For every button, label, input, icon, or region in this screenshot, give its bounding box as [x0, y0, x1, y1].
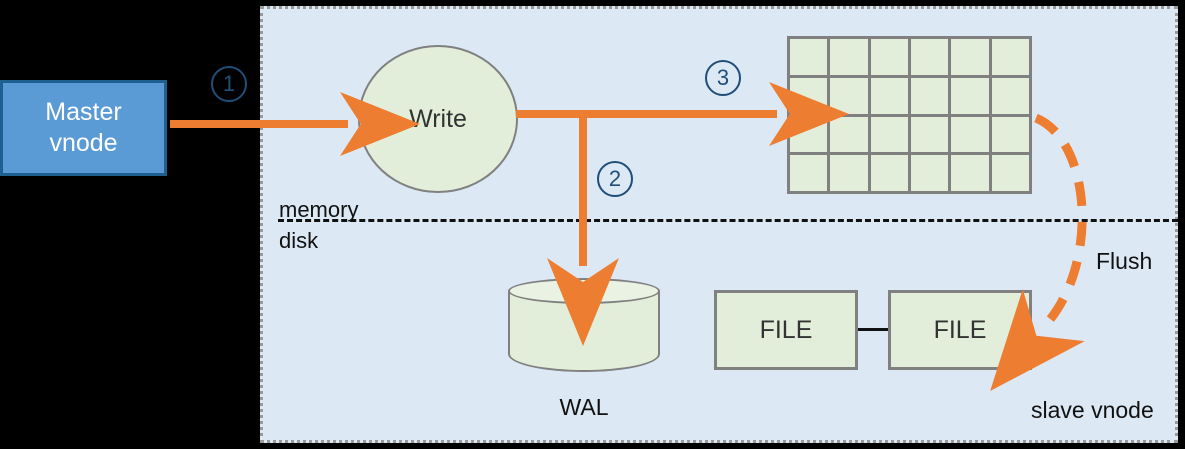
- wal-cylinder: [508, 278, 660, 372]
- disk-label: disk: [279, 228, 319, 253]
- file-connector-line: [858, 328, 888, 331]
- grid-cell: [951, 39, 989, 75]
- grid-cell: [830, 39, 868, 75]
- grid-cell: [951, 77, 989, 114]
- grid-cell: [991, 116, 1029, 153]
- master-vnode-box[interactable]: Master vnode: [0, 80, 167, 176]
- grid-cell: [991, 155, 1029, 191]
- file-box-2[interactable]: FILE: [888, 290, 1032, 370]
- memory-disk-divider: [278, 219, 1178, 222]
- cylinder-top-ellipse: [508, 278, 660, 304]
- grid-cell: [951, 116, 989, 153]
- grid-cell: [830, 155, 868, 191]
- write-node[interactable]: Write: [358, 45, 518, 193]
- grid-cell: [790, 155, 828, 191]
- grid-cell: [870, 39, 908, 75]
- grid-cell: [870, 155, 908, 191]
- grid-cell: [910, 77, 949, 114]
- grid-cell: [910, 39, 949, 75]
- grid-cell: [790, 116, 828, 153]
- step-badge-2: 2: [597, 161, 633, 197]
- grid-cell: [951, 155, 989, 191]
- grid-cell: [910, 116, 949, 153]
- grid-cell: [870, 77, 908, 114]
- grid-cell: [991, 39, 1029, 75]
- grid-cell: [830, 77, 868, 114]
- file-box-1[interactable]: FILE: [714, 290, 858, 370]
- slave-vnode-label: slave vnode: [1031, 397, 1154, 423]
- step-badge-1: 1: [211, 66, 247, 102]
- grid-cell: [910, 155, 949, 191]
- grid-cell: [991, 77, 1029, 114]
- grid-cell: [830, 116, 868, 153]
- grid-cell: [790, 77, 828, 114]
- step-badge-3: 3: [705, 60, 741, 96]
- memory-table-grid: [787, 36, 1032, 194]
- grid-cell: [870, 116, 908, 153]
- grid-cell: [790, 39, 828, 75]
- memory-label: memory: [279, 197, 359, 222]
- wal-label: WAL: [559, 394, 609, 420]
- flush-label: Flush: [1096, 248, 1153, 274]
